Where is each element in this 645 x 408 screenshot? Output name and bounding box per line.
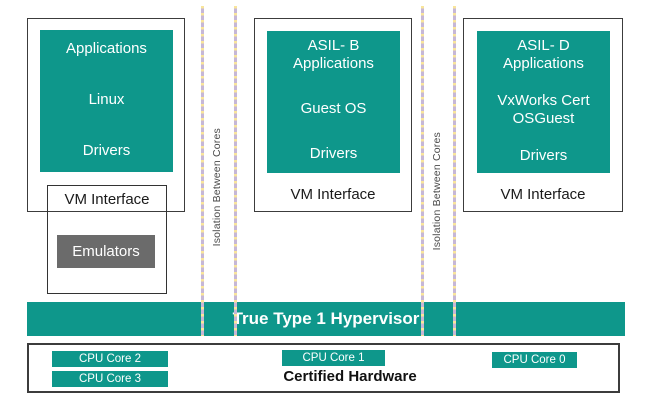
stack-item-vxworks-cert-osguest: VxWorks Cert OSGuest bbox=[497, 92, 590, 127]
hypervisor-label: True Type 1 Hypervisor bbox=[232, 309, 420, 328]
emulators-box: Emulators bbox=[57, 235, 155, 268]
isolation-dashed-line bbox=[201, 6, 204, 336]
linux-stack: Applications Linux Drivers bbox=[40, 30, 173, 172]
stack-item-guest-os: Guest OS bbox=[300, 100, 367, 117]
cpu-core-0-badge: CPU Core 0 bbox=[492, 352, 577, 368]
partition-box-asil-b bbox=[254, 18, 412, 212]
isolation-between-cores-label: Isolation Between Cores bbox=[211, 128, 223, 247]
vm-interface-box-linux: VM Interface bbox=[47, 185, 167, 294]
partition-box-linux bbox=[27, 18, 185, 212]
stack-item-linux: Linux bbox=[88, 91, 125, 108]
asil-b-stack: ASIL- B Applications Guest OS Drivers bbox=[267, 31, 400, 173]
vm-interface-label: VM Interface bbox=[290, 186, 376, 203]
stack-item-drivers: Drivers bbox=[309, 145, 358, 162]
stack-item-applications: Applications bbox=[66, 40, 147, 57]
cpu-core-1-badge: CPU Core 1 bbox=[282, 350, 385, 366]
stack-item-asil-d-applications: ASIL- D Applications bbox=[503, 37, 584, 72]
isolation-between-cores-label: Isolation Between Cores bbox=[431, 132, 443, 251]
stack-item-drivers: Drivers bbox=[82, 142, 131, 159]
vm-interface-label: VM Interface bbox=[64, 191, 150, 208]
vm-interface-label: VM Interface bbox=[500, 186, 586, 203]
isolation-dashed-line bbox=[234, 6, 237, 336]
isolation-dashed-line bbox=[453, 6, 456, 336]
hypervisor-bar: True Type 1 Hypervisor bbox=[27, 302, 625, 336]
stack-item-drivers: Drivers bbox=[519, 147, 568, 164]
cpu-core-3-badge: CPU Core 3 bbox=[52, 371, 168, 387]
asil-d-stack: ASIL- D Applications VxWorks Cert OSGues… bbox=[477, 31, 610, 173]
isolation-dashed-line bbox=[421, 6, 424, 336]
cpu-core-2-badge: CPU Core 2 bbox=[52, 351, 168, 367]
partition-box-asil-d bbox=[463, 18, 623, 212]
stack-item-asil-b-applications: ASIL- B Applications bbox=[293, 37, 374, 72]
emulators-label: Emulators bbox=[72, 243, 140, 260]
certified-hardware-label: Certified Hardware bbox=[283, 368, 417, 385]
